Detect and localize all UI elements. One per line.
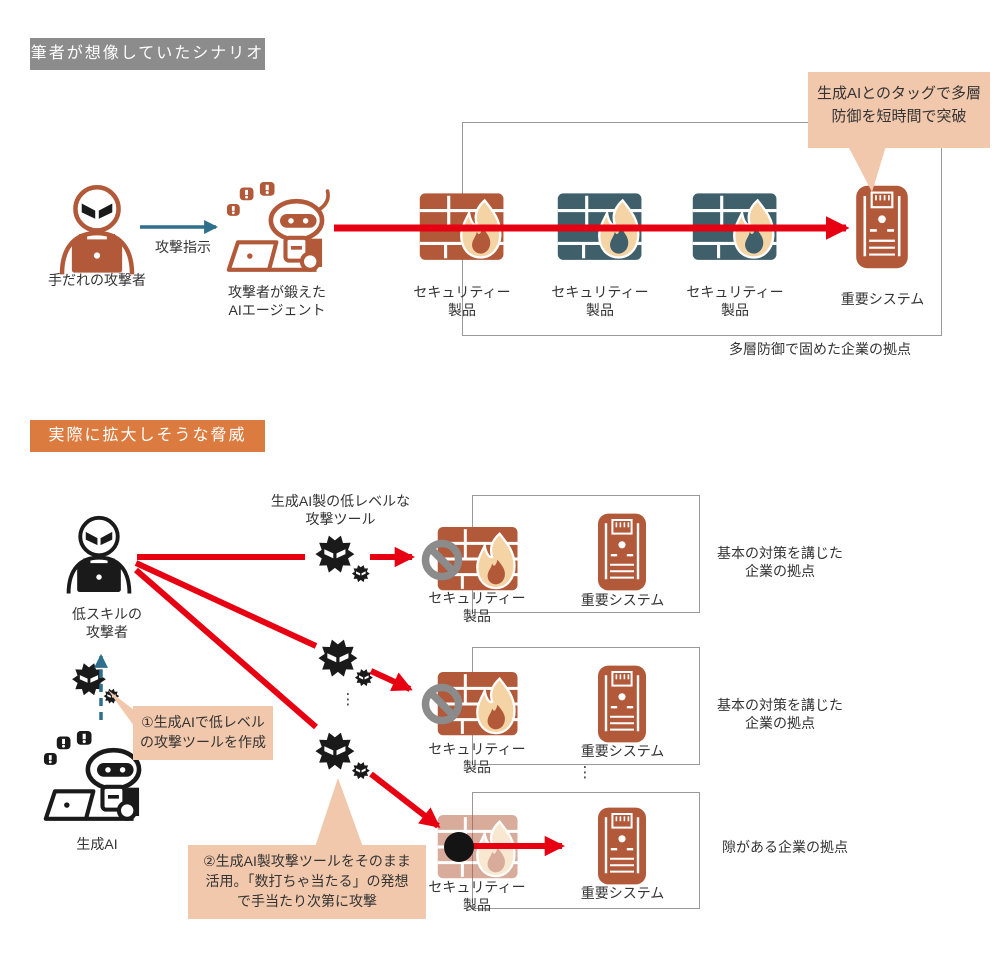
lowskill-attacker-icon (60, 512, 138, 597)
critical-system-label-row1: 重要システム (580, 592, 665, 608)
blocked-icon-row2 (419, 681, 465, 727)
blocked-icon-row1 (419, 537, 465, 583)
skilled-attacker-icon (52, 181, 142, 278)
section1-header: 筆者が想像していたシナリオ (30, 38, 265, 70)
critical-system-label-row3: 重要システム (580, 885, 665, 901)
site-label-row2: 基本の対策を講じた 企業の拠点 (717, 697, 843, 732)
breakthrough-speech-bubble: 生成AIとのタッグで多層 防御を短時間で突破 (808, 72, 990, 148)
malware-icon-2 (316, 636, 376, 690)
firewall-icon-3 (692, 192, 778, 262)
security-product-label-1: セキュリティー 製品 (413, 284, 511, 319)
critical-system-icon-row1 (593, 512, 651, 592)
security-product-label-2: セキュリティー 製品 (551, 284, 649, 319)
malware-icon-1 (313, 532, 373, 586)
lowskill-attacker-label: 低スキルの 攻撃者 (72, 606, 142, 641)
security-hole-icon (444, 832, 474, 862)
critical-system-icon-row3 (593, 806, 651, 886)
security-product-label-row1: セキュリティー 製品 (428, 590, 526, 625)
security-product-label-row3: セキュリティー 製品 (428, 879, 526, 914)
speech-bubble-tail (848, 146, 886, 192)
ai-agent-robot-icon (225, 182, 335, 278)
step1-callout-tail (108, 690, 134, 726)
step2-callout-tail (315, 778, 363, 847)
genai-tools-label: 生成AI製の低レベルな 攻撃ツール (270, 493, 411, 528)
rows-ellipsis: ⋮ (577, 764, 593, 781)
firewall-icon-1 (419, 192, 505, 262)
critical-system-icon (851, 184, 913, 270)
critical-system-label-row2: 重要システム (580, 743, 665, 759)
genai-label: 生成AI (76, 836, 118, 852)
ai-agent-label: 攻撃者が鍛えた AIエージェント (228, 284, 326, 319)
security-product-label-3: セキュリティー 製品 (686, 284, 784, 319)
firewall-icon-2 (557, 192, 643, 262)
step1-callout: ①生成AIで低レベル の攻撃ツールを作成 (133, 706, 273, 760)
fortified-site-caption: 多層防御で固めた企業の拠点 (729, 341, 911, 357)
site-label-row3: 隙がある企業の拠点 (722, 839, 848, 855)
section2-header: 実際に拡大しそうな脅威 (30, 420, 265, 452)
critical-system-icon-row2 (593, 664, 651, 744)
attack-line-2b (369, 668, 413, 692)
security-product-label-row2: セキュリティー 製品 (428, 741, 526, 776)
skilled-attacker-label: 手だれの攻撃者 (48, 272, 146, 288)
attack-line-3a (134, 567, 318, 730)
step2-callout: ②生成AI製攻撃ツールをそのまま 活用。「数打ちゃ当たる」の発想 で手当たり次第… (188, 845, 426, 919)
critical-system-label: 重要システム (840, 291, 925, 307)
attack-line-3b (369, 771, 441, 829)
attack-command-label: 攻撃指示 (155, 239, 211, 255)
malware-ellipsis: ⋮ (340, 691, 356, 708)
site-label-row1: 基本の対策を講じた 企業の拠点 (717, 545, 843, 580)
